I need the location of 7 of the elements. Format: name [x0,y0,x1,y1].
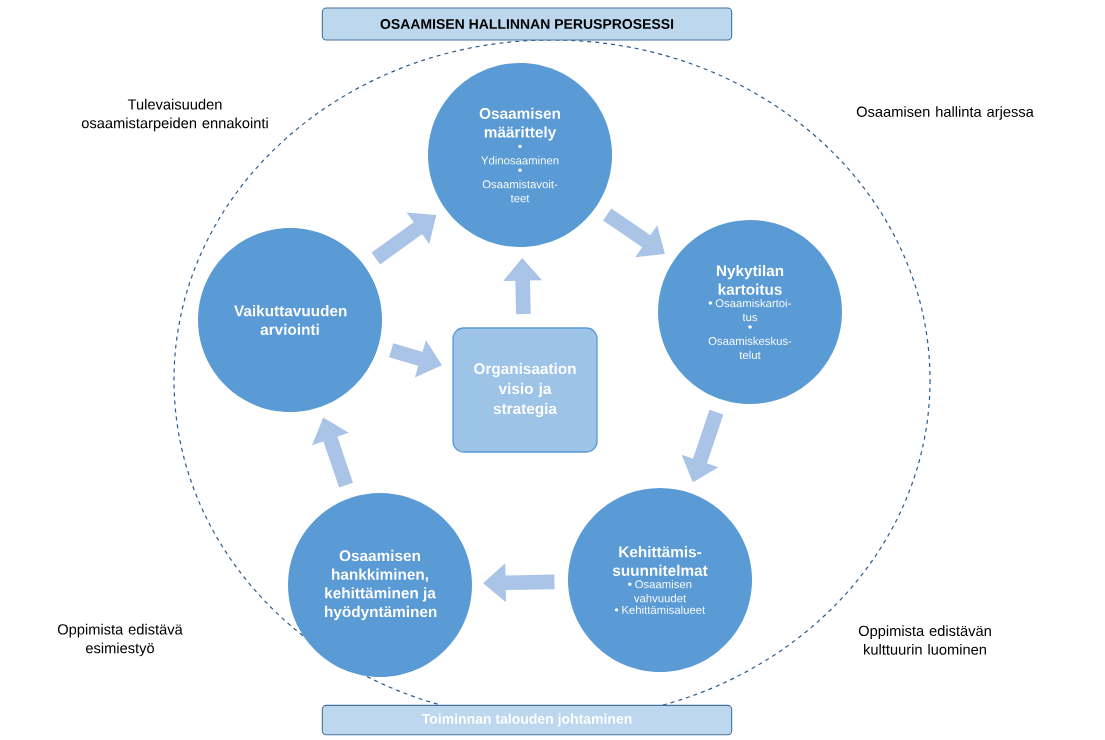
corner-note: Oppimista edistävän kulttuurin luominen [858,625,991,655]
title-banner: OSAAMISEN HALLINNAN PERUSPROSESSI [321,7,733,41]
corner-note: Osaamisen hallinta arjessa [856,106,1034,120]
banner-box: Toiminnan talouden johtaminen [321,704,733,736]
corner-note: Tulevaisuuden osaamistarpeiden ennakointi [81,98,268,132]
strategy-box: Organisaation visio ja strategia [452,327,598,453]
corner-note: Oppimista edistävä esimiestyö [57,623,183,657]
